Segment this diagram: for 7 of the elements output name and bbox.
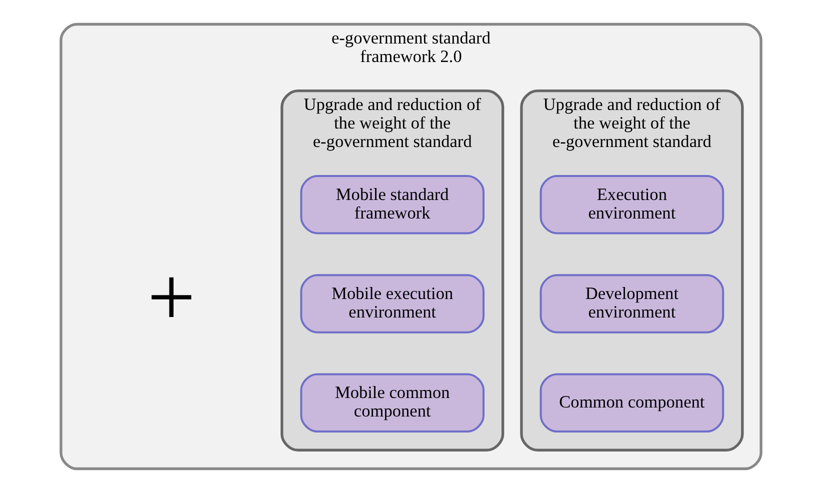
label: +: [147, 250, 196, 344]
node-box: Development environment: [540, 274, 724, 334]
node-box: Mobile common component: [300, 373, 485, 432]
node-box: Mobile execution environment: [300, 274, 485, 334]
node-box: Execution environment: [540, 174, 724, 234]
node-box: Common component: [540, 373, 724, 432]
node-box: Mobile standard framework: [300, 174, 485, 234]
